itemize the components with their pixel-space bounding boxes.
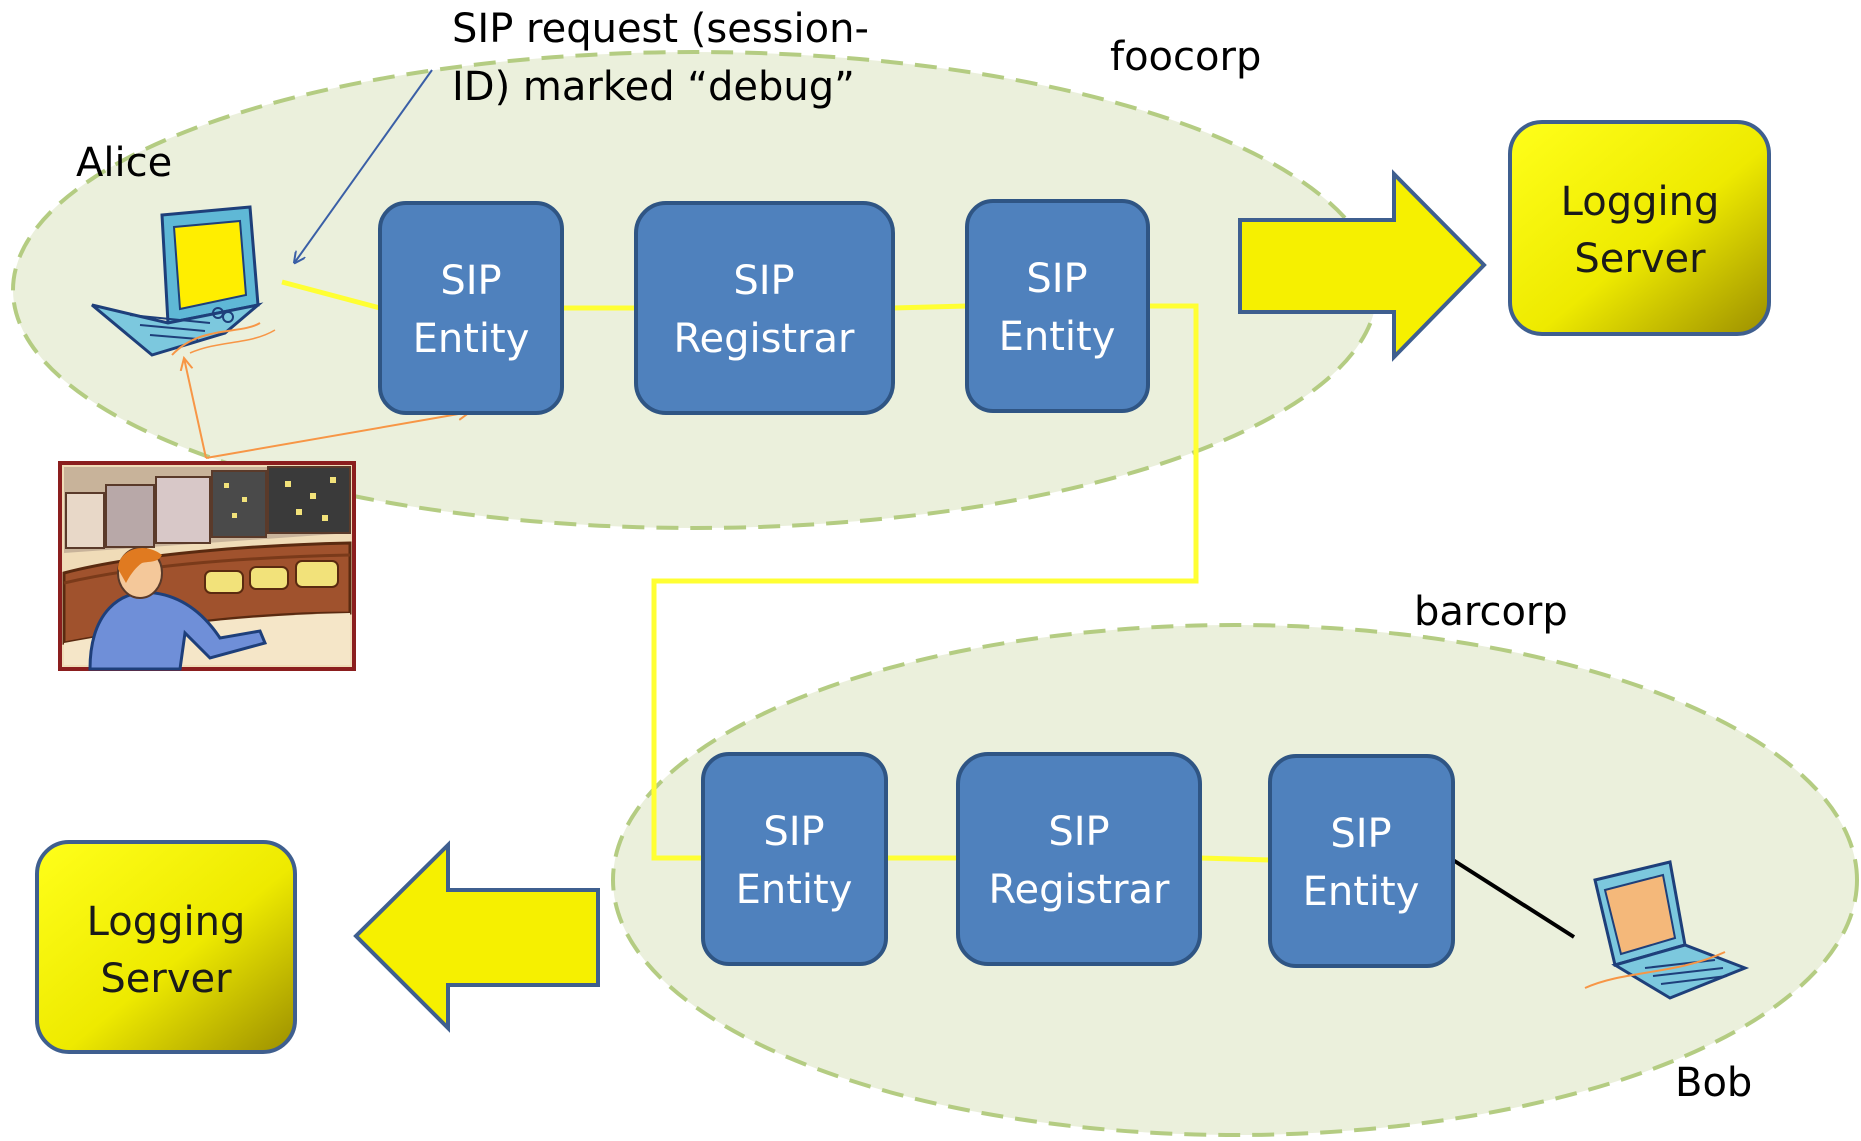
node-label-line2: Entity: [1303, 869, 1420, 915]
node-label-line1: SIP: [1048, 809, 1109, 855]
bottom-sip-registrar[interactable]: SIP Registrar: [956, 752, 1202, 966]
node-label-line1: SIP: [763, 809, 824, 855]
link-bottom-registrar-entity2: [1199, 855, 1271, 863]
laptop-icon[interactable]: [91, 205, 276, 357]
node-label-line1: SIP: [440, 258, 501, 304]
logging-server-label-line2: Server: [1574, 236, 1706, 282]
arrow-to-top-logging-server: [1238, 169, 1487, 362]
node-label-line2: Entity: [736, 867, 853, 913]
annotation-line-1: SIP request (session-: [452, 6, 869, 52]
bottom-sip-entity-2[interactable]: SIP Entity: [1268, 754, 1455, 968]
arrow-to-bottom-logging-server: [353, 840, 600, 1033]
node-label-line2: Entity: [413, 316, 530, 362]
annotation-line-2: ID) marked “debug”: [452, 64, 855, 110]
domain-label-foocorp: foocorp: [1110, 34, 1261, 80]
node-label-line1: SIP: [1026, 256, 1087, 302]
logging-server-label-line2: Server: [100, 956, 232, 1002]
top-logging-server[interactable]: Logging Server: [1508, 120, 1771, 336]
operator-console-icon[interactable]: [58, 461, 356, 671]
operator-arrow-to-entity: [205, 412, 470, 459]
top-sip-registrar[interactable]: SIP Registrar: [634, 201, 895, 415]
operator-arrow-to-alice: [184, 358, 207, 459]
top-sip-entity-1[interactable]: SIP Entity: [378, 201, 564, 415]
link-interdomain: [651, 303, 1199, 861]
laptop-icon[interactable]: [1584, 860, 1750, 1000]
bottom-sip-entity-1[interactable]: SIP Entity: [701, 752, 888, 966]
logging-server-label-line1: Logging: [1561, 179, 1720, 225]
node-label-line2: Registrar: [673, 316, 855, 362]
annotation-pointer-arrow: [295, 69, 433, 262]
bottom-logging-server[interactable]: Logging Server: [35, 840, 297, 1054]
link-alice-to-entity: [281, 279, 381, 311]
barcorp-domain-ellipse: [611, 623, 1859, 1137]
node-label-line2: Entity: [999, 314, 1116, 360]
user-label-alice: Alice: [76, 140, 172, 186]
link-entity-to-bob: [1451, 858, 1576, 939]
node-label-line2: Registrar: [988, 867, 1170, 913]
node-label-line1: SIP: [1330, 811, 1391, 857]
domain-label-barcorp: barcorp: [1414, 589, 1568, 635]
user-label-bob: Bob: [1675, 1060, 1752, 1106]
logging-server-label-line1: Logging: [87, 899, 246, 945]
link-top-registrar-entity2: [892, 303, 968, 311]
top-sip-entity-2[interactable]: SIP Entity: [965, 199, 1150, 413]
node-label-line1: SIP: [733, 258, 794, 304]
